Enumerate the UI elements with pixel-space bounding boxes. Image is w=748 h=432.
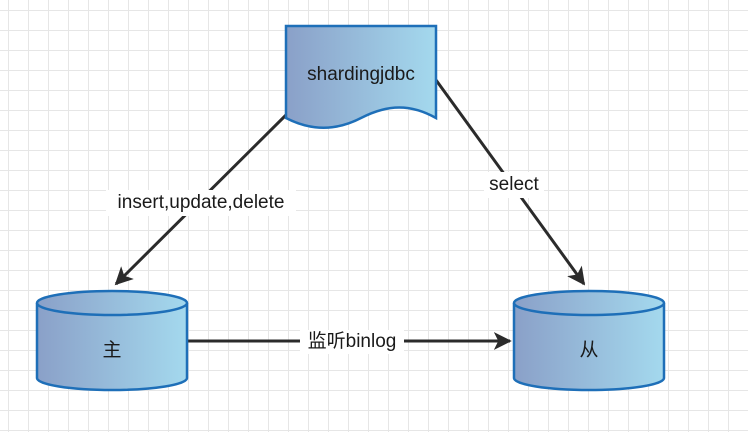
cylinder-body[interactable] [512,303,666,392]
edge-write-label-bg [106,190,296,216]
node-slave[interactable]: 从 [512,289,666,392]
edge-read-label-bg [484,172,544,198]
node-shardingjdbc-label: shardingjdbc [307,64,415,85]
node-master[interactable]: 主 [35,289,189,392]
edge-write-label-group: insert,update,delete [106,190,296,216]
node-master-label: 主 [102,339,121,361]
document-shape[interactable] [284,24,438,129]
cylinder-top[interactable] [35,289,189,317]
edge-read-label: select [489,174,539,195]
edge-sync-label-group: 监听binlog [300,330,404,354]
edge-sync-label: 监听binlog [308,330,397,352]
edge-read-label-group: select [484,172,544,198]
node-slave-label: 从 [579,340,598,361]
edge-write-label: insert,update,delete [118,192,285,213]
cylinder-top[interactable] [512,289,666,317]
edge-sync-label-bg [300,330,404,354]
node-shardingjdbc[interactable]: shardingjdbc [284,24,438,129]
cylinder-body[interactable] [35,303,189,392]
